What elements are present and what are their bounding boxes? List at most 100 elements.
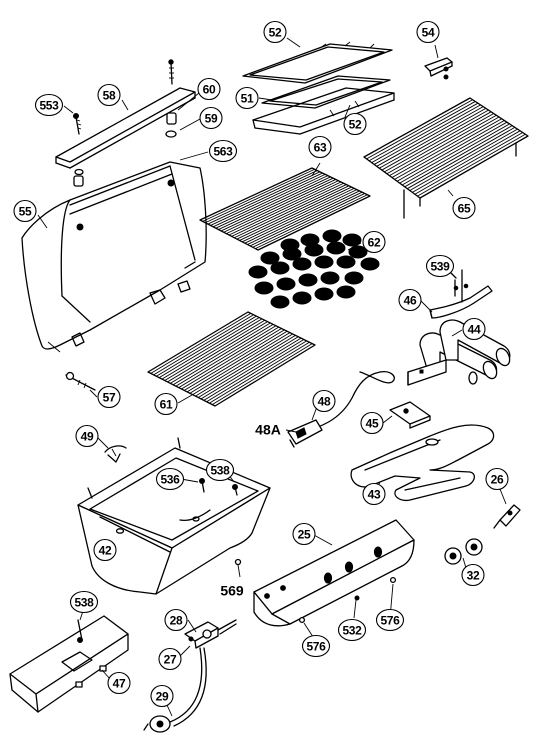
callout-ring — [97, 385, 121, 409]
callout-536: 536 — [155, 467, 185, 491]
callout-538b: 538 — [69, 590, 99, 614]
callout-number: 563 — [213, 145, 233, 159]
callout-48a: 48A — [255, 422, 281, 438]
burner-bracket — [429, 267, 493, 319]
briquettes — [248, 229, 380, 309]
callout-number: 58 — [103, 89, 116, 103]
callout-number: 538 — [74, 596, 94, 610]
callout-ring — [69, 590, 99, 614]
callout-62: 62 — [362, 230, 386, 254]
bolt-and-spacer — [73, 59, 177, 187]
callout-number: 536 — [160, 473, 180, 487]
callout-ring — [312, 389, 336, 413]
callout-ring — [13, 199, 37, 223]
cooking-grid-upper — [199, 167, 371, 251]
callout-32: 32 — [461, 563, 485, 587]
callout-labels: 52 51 52 54 553 58 60 59 563 55 63 65 62 539 46 44 57 61 4… — [13, 20, 509, 708]
callout-61: 61 — [154, 392, 178, 416]
callout-27: 27 — [158, 647, 182, 671]
control-panel — [253, 519, 415, 627]
heat-shield — [9, 615, 129, 713]
callout-ring — [398, 288, 422, 312]
callout-ring — [292, 522, 316, 546]
callout-43: 43 — [362, 482, 386, 506]
callout-number: 55 — [19, 205, 32, 219]
callout-number: 29 — [156, 690, 169, 704]
callout-63: 63 — [308, 135, 332, 159]
callout-ring — [362, 482, 386, 506]
callout-number: 57 — [103, 391, 116, 405]
callout-number: 27 — [164, 653, 177, 667]
callout-44: 44 — [462, 317, 486, 341]
callout-number: 32 — [467, 569, 480, 583]
callout-46: 46 — [398, 288, 422, 312]
callout-number: 538 — [210, 464, 230, 478]
screw-57 — [65, 371, 96, 391]
callout-ring — [461, 563, 485, 587]
callout-ring — [34, 93, 64, 117]
callout-569: 569 — [220, 583, 244, 599]
callout-65: 65 — [452, 196, 476, 220]
callout-ring — [343, 112, 367, 136]
callout-45: 45 — [360, 411, 384, 435]
callout-number: 60 — [203, 83, 216, 97]
callout-number: 46 — [404, 294, 417, 308]
callout-52a: 52 — [263, 20, 287, 44]
callout-number: 553 — [39, 99, 59, 113]
callout-number: 45 — [366, 417, 379, 431]
hinge-bracket — [424, 57, 453, 80]
callout-25: 25 — [292, 522, 316, 546]
callout-ring — [263, 20, 287, 44]
callout-47: 47 — [107, 671, 131, 695]
callout-51: 51 — [235, 86, 259, 110]
callout-ring — [375, 608, 405, 632]
callout-576a: 576 — [301, 634, 331, 658]
callout-number: 49 — [81, 430, 94, 444]
callout-ring — [337, 618, 367, 642]
callout-ring — [154, 392, 178, 416]
callout-ring — [158, 647, 182, 671]
callout-ring — [75, 424, 99, 448]
callout-29: 29 — [150, 684, 174, 708]
callout-539: 539 — [425, 254, 455, 278]
callout-number: 52 — [349, 118, 362, 132]
callout-number: 62 — [368, 236, 381, 250]
callout-number: 65 — [458, 202, 471, 216]
callout-57: 57 — [97, 385, 121, 409]
callout-48: 48 — [312, 389, 336, 413]
callout-number: 48A — [255, 422, 281, 438]
callout-28: 28 — [164, 608, 188, 632]
callout-52b: 52 — [343, 112, 367, 136]
callout-ring — [452, 196, 476, 220]
callout-ring — [205, 458, 235, 482]
callout-number: 26 — [491, 473, 504, 487]
callout-ring — [416, 20, 440, 44]
callout-ring — [235, 86, 259, 110]
callout-ring — [301, 634, 331, 658]
callout-26: 26 — [485, 467, 509, 491]
callout-58: 58 — [97, 83, 121, 107]
callout-54: 54 — [416, 20, 440, 44]
callout-number: 51 — [241, 92, 254, 106]
callout-42: 42 — [93, 538, 117, 562]
burner-plate — [389, 401, 431, 429]
callout-ring — [150, 684, 174, 708]
callout-ring — [485, 467, 509, 491]
callout-ring — [425, 254, 455, 278]
callout-60: 60 — [197, 77, 221, 101]
callout-ring — [197, 77, 221, 101]
upper-cooking-grid — [363, 97, 529, 219]
control-knobs — [444, 538, 483, 565]
callout-number: 47 — [113, 677, 126, 691]
callout-ring — [164, 608, 188, 632]
callout-number: 44 — [468, 323, 481, 337]
h-burner — [350, 424, 495, 502]
callout-number: 28 — [170, 614, 183, 628]
callout-number: 59 — [205, 112, 218, 126]
warming-rack-frame — [242, 41, 395, 135]
callout-number: 48 — [318, 395, 331, 409]
callout-number: 52 — [269, 26, 282, 40]
callout-number: 576 — [380, 614, 400, 628]
callout-number: 576 — [306, 640, 326, 654]
